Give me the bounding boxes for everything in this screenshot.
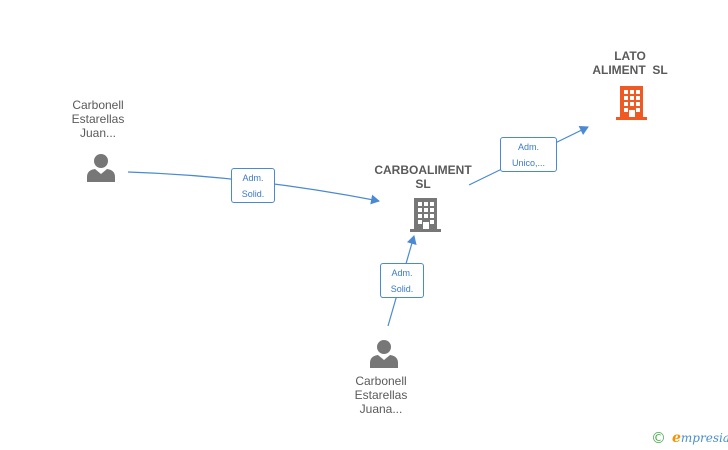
brand-logo: empresia bbox=[672, 430, 728, 446]
person-node-label[interactable]: Carbonell Estarellas Juan... bbox=[48, 98, 148, 140]
company-node-label[interactable]: LATO ALIMENT SL bbox=[570, 49, 690, 77]
relation-line: Unico,... bbox=[511, 158, 545, 168]
company-node-label[interactable]: CARBOALIMENT SL bbox=[363, 163, 483, 191]
label-line: Juan... bbox=[79, 126, 117, 140]
copyright-icon: © bbox=[651, 429, 666, 447]
copyright-watermark: © empresia bbox=[651, 428, 728, 448]
label-line: Carbonell bbox=[72, 98, 124, 112]
relation-line: Solid. bbox=[241, 189, 265, 199]
person-icon[interactable] bbox=[86, 153, 116, 182]
relation-label[interactable]: Adm. Solid. bbox=[231, 168, 275, 203]
person-node-label[interactable]: Carbonell Estarellas Juana... bbox=[331, 374, 431, 416]
relation-line: Solid. bbox=[390, 284, 414, 294]
building-icon[interactable] bbox=[615, 85, 648, 120]
relation-label[interactable]: Adm. Solid. bbox=[380, 263, 424, 298]
relation-line: Adm. bbox=[517, 142, 539, 152]
label-line: Juana... bbox=[359, 402, 403, 416]
relation-line: Adm. bbox=[391, 268, 413, 278]
label-line: Estarellas bbox=[71, 112, 125, 126]
relation-line: Adm. bbox=[242, 173, 264, 183]
label-line: Estarellas bbox=[354, 388, 408, 402]
label-line: Carbonell bbox=[355, 374, 407, 388]
label-line: CARBOALIMENT bbox=[374, 163, 472, 177]
building-icon[interactable] bbox=[409, 197, 442, 232]
label-line: SL bbox=[415, 177, 431, 191]
label-line: LATO bbox=[614, 49, 646, 63]
person-icon[interactable] bbox=[369, 339, 399, 368]
relation-label[interactable]: Adm. Unico,... bbox=[500, 137, 557, 172]
label-line: ALIMENT SL bbox=[592, 63, 668, 77]
